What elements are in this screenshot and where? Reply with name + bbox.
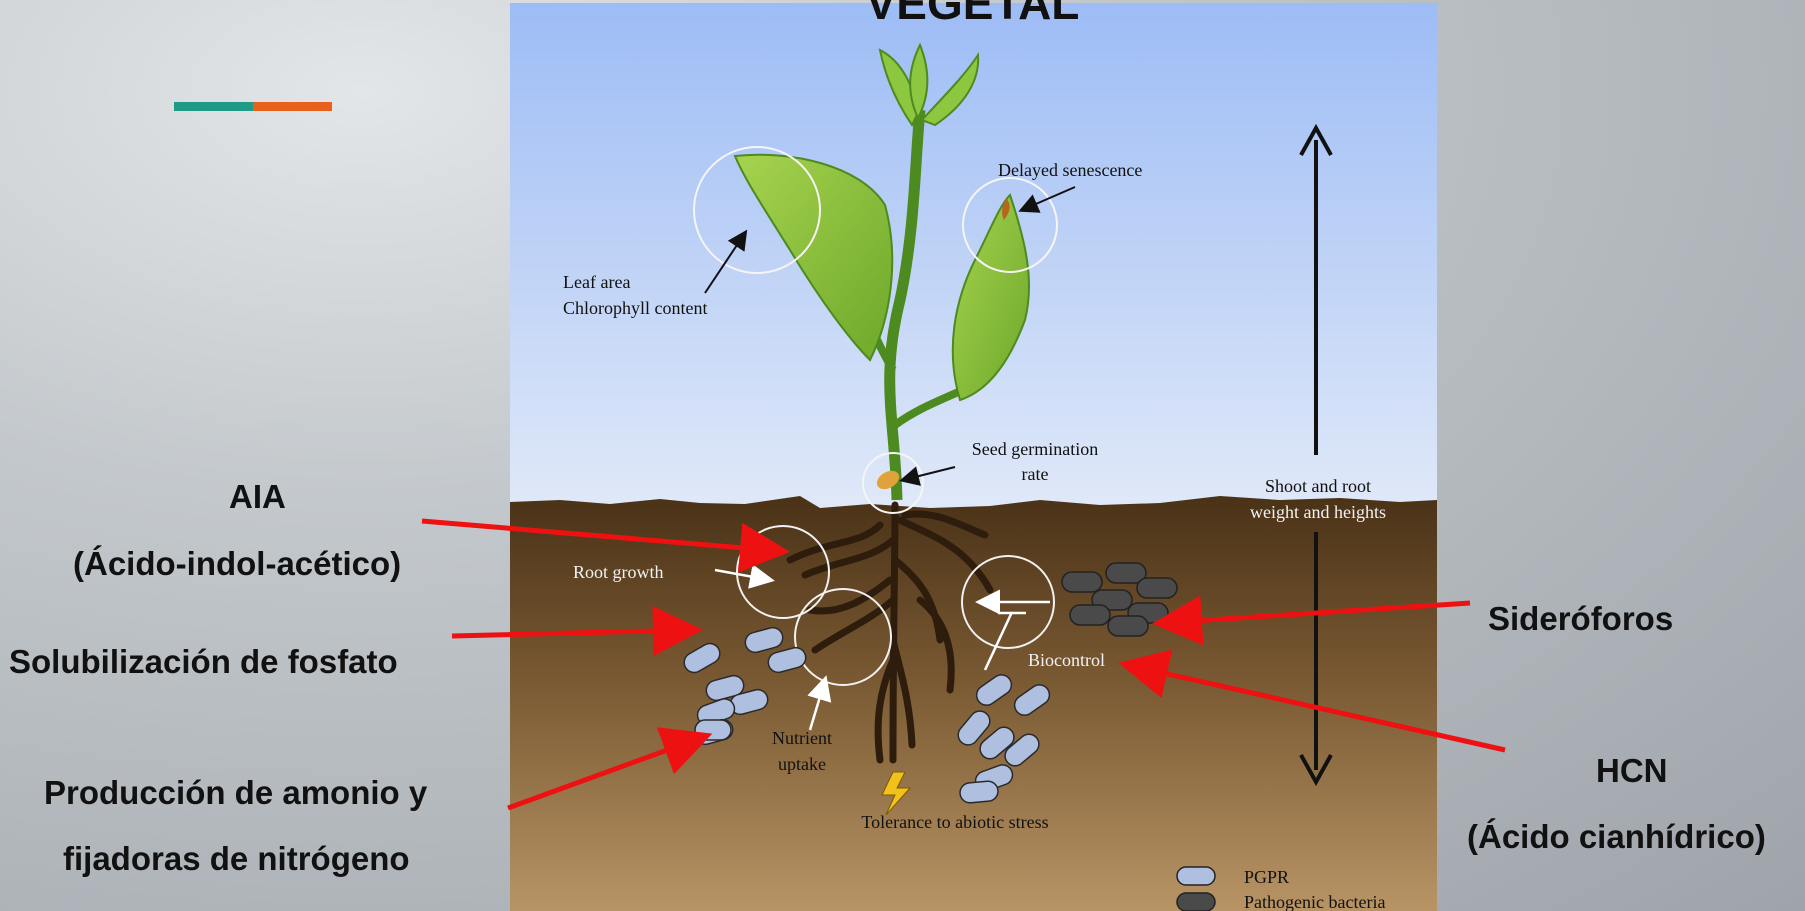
shoot-root-heights-label: weight and heights <box>1250 502 1386 522</box>
chlorophyll-label: Chlorophyll content <box>563 298 707 318</box>
leaf-area-label: Leaf area <box>563 272 630 292</box>
amonio-label: Producción de amonio y <box>44 774 427 812</box>
slide-title: VEGETAL <box>510 0 1435 30</box>
sideroforos-label: Sideróforos <box>1488 600 1673 638</box>
senescence-label: Delayed senescence <box>998 160 1142 180</box>
aia-label: AIA <box>229 478 286 516</box>
hcn-label: HCN <box>1596 752 1668 790</box>
legend-pathogenic-icon <box>1177 893 1215 911</box>
hcn-subtitle-label: (Ácido cianhídrico) <box>1467 818 1766 856</box>
legend-pathogenic-label: Pathogenic bacteria <box>1244 892 1385 911</box>
germination-rate-label: rate <box>1022 464 1049 484</box>
germination-label: Seed germination <box>972 439 1098 459</box>
nutrient-label: Nutrient <box>772 728 832 748</box>
legend-pgpr-label: PGPR <box>1244 867 1289 887</box>
biocontrol-label: Biocontrol <box>1028 650 1105 670</box>
shoot-root-label: Shoot and root <box>1265 476 1371 496</box>
fosfato-label: Solubilización de fosfato <box>9 643 398 681</box>
uptake-label: uptake <box>778 754 826 774</box>
tolerance-label: Tolerance to abiotic stress <box>861 812 1048 832</box>
aia-subtitle-label: (Ácido-indol-acético) <box>73 545 401 583</box>
legend-pgpr-icon <box>1177 867 1215 885</box>
root-growth-label: Root growth <box>573 562 664 582</box>
nitrogeno-label: fijadoras de nitrógeno <box>63 840 410 878</box>
